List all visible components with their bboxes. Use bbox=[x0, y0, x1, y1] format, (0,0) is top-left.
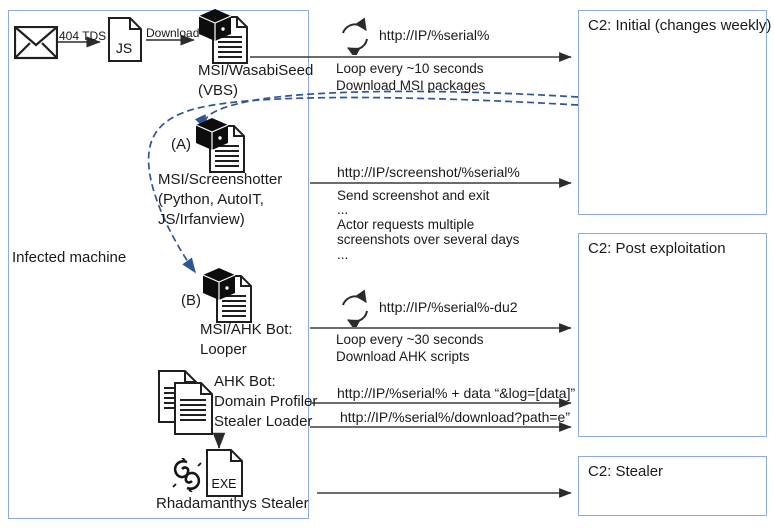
loop-icon-ahk bbox=[336, 289, 374, 331]
js-file-label: JS bbox=[116, 40, 132, 56]
c2-initial-box: C2: Initial (changes weekly) bbox=[578, 10, 771, 215]
c2-initial-label: C2: Initial (changes weekly) bbox=[588, 17, 772, 34]
js-file-icon: JS bbox=[108, 17, 142, 62]
email-icon bbox=[13, 25, 59, 60]
wasabiseed-label: MSI/WasabiSeed (VBS) bbox=[198, 62, 314, 99]
url-log-post: http://IP/%serial% + data “&log=[data]” bbox=[337, 385, 576, 401]
tds-label: 404 TDS bbox=[59, 29, 107, 43]
exe-file-label: EXE bbox=[211, 477, 236, 491]
download-label: Download bbox=[146, 26, 200, 40]
msi-package-icon-wasabiseed bbox=[198, 9, 249, 65]
msi-package-icon-screenshotter bbox=[195, 118, 246, 174]
ahk-scripts-label: AHK Bot: Domain Profiler Stealer Loader bbox=[214, 373, 318, 430]
url-screenshot: http://IP/screenshot/%serial% bbox=[337, 164, 520, 180]
loop-icon-initial bbox=[336, 17, 374, 59]
marker-b-label: (B) bbox=[181, 292, 201, 309]
url-initial-loop: http://IP/%serial% bbox=[379, 27, 490, 43]
rhadamanthys-label: Rhadamanthys Stealer bbox=[156, 495, 309, 512]
infected-machine-label: Infected machine bbox=[12, 249, 127, 266]
note-ahk-loop: Loop every ~30 seconds Download AHK scri… bbox=[336, 332, 484, 364]
note-initial-loop: Loop every ~10 seconds Download MSI pack… bbox=[336, 61, 486, 93]
exe-file-icon: EXE bbox=[206, 449, 243, 497]
ahk-looper-label: MSI/AHK Bot: Looper bbox=[200, 321, 293, 358]
c2-post-exploitation-label: C2: Post exploitation bbox=[588, 240, 726, 257]
c2-stealer-label: C2: Stealer bbox=[588, 463, 664, 480]
url-ahk-loop: http://IP/%serial%-du2 bbox=[379, 299, 518, 315]
rhadamanthys-dragon-icon bbox=[170, 457, 204, 493]
marker-a-label: (A) bbox=[171, 136, 191, 153]
c2-stealer-box: C2: Stealer bbox=[578, 456, 767, 516]
msi-package-icon-ahk-looper bbox=[202, 268, 253, 324]
url-download-path: http://IP/%serial%/download?path=e” bbox=[340, 409, 570, 425]
c2-post-exploitation-box: C2: Post exploitation bbox=[578, 233, 767, 437]
script-files-icon bbox=[158, 370, 216, 436]
actor-note: ... Actor requests multiple screenshots … bbox=[337, 202, 520, 262]
screenshotter-label: MSI/Screenshotter (Python, AutoIT, JS/Ir… bbox=[158, 171, 283, 228]
